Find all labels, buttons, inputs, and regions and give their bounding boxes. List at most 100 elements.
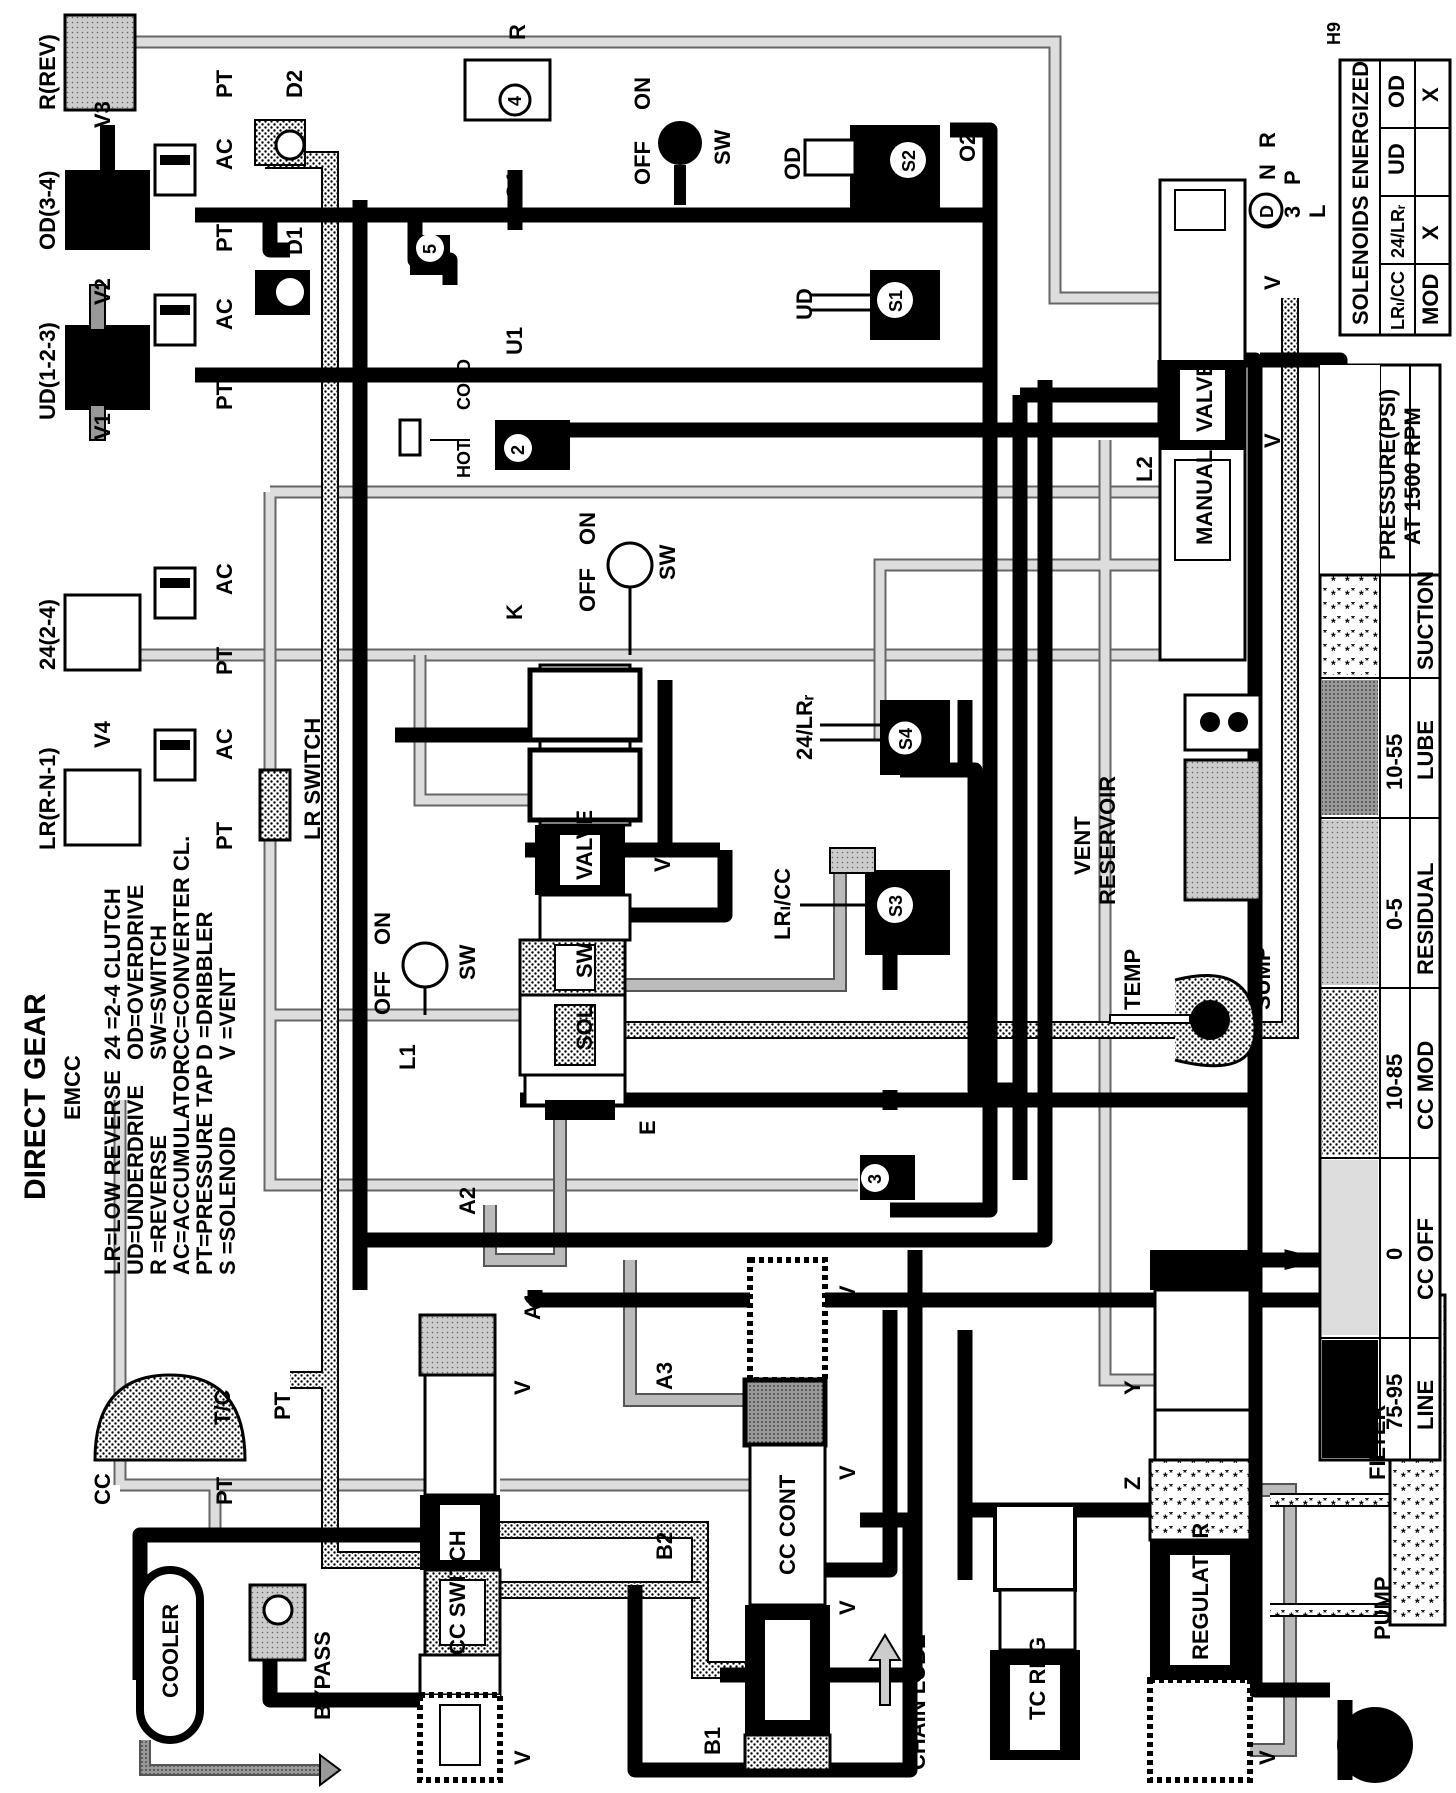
- label-sump: SUMP: [1250, 946, 1275, 1010]
- accumulator-od: [153, 143, 197, 197]
- abbrev-left: LR=LOW REVERSE UD=UNDERDRIVE R =REVERSE …: [100, 1059, 240, 1275]
- page-code: H9: [1324, 22, 1344, 45]
- abbrev-item: S =SOLENOID: [215, 1126, 240, 1275]
- label-s2: S2: [899, 150, 919, 172]
- label-s3: S3: [886, 895, 906, 917]
- label-lr24: 24/LRᵣ: [792, 694, 817, 760]
- abbrev-item: D =DRIBBLER: [192, 911, 217, 1060]
- abbrev-item: PT=PRESSURE TAP: [192, 1065, 217, 1275]
- legend-range: 10-85: [1382, 1054, 1407, 1110]
- abbrev-item: OD=OVERDRIVE: [123, 885, 148, 1060]
- label-cc-cont: CC CONT: [775, 1474, 800, 1575]
- abbrev-item: V =VENT: [215, 967, 240, 1060]
- legend-range: 75-95: [1382, 1374, 1407, 1430]
- legend-name: CC OFF: [1413, 1218, 1438, 1300]
- lr-clutch: [63, 768, 142, 847]
- label-r: R: [505, 24, 530, 40]
- label-s4: S4: [896, 728, 916, 750]
- solenoid-s4: [820, 700, 950, 775]
- label-vent: VENT: [1070, 816, 1095, 875]
- label-v2: V2: [90, 278, 115, 305]
- sol-table-col: LRₗ/CC: [1388, 271, 1408, 330]
- label-v3: V3: [90, 101, 115, 128]
- label-tc: T/C: [210, 1389, 235, 1425]
- vent-reservoir: [1183, 693, 1262, 902]
- label-v: V: [1260, 275, 1285, 290]
- abbrev-item: UD=UNDERDRIVE: [123, 1085, 148, 1275]
- shift-d: D: [1257, 205, 1277, 218]
- c24-clutch: [63, 593, 142, 672]
- labels: DIRECT GEAR EMCC LR=LOW REVERSE UD=UNDER…: [19, 22, 1443, 1770]
- label-n3: 3: [865, 1174, 885, 1184]
- pipe-layer: [113, 35, 1420, 1787]
- label-pt: PT: [212, 821, 237, 850]
- label-sw: SW: [655, 544, 680, 580]
- label-v: V: [1255, 1750, 1280, 1765]
- label-n2: 2: [508, 445, 528, 455]
- label-pt: PT: [212, 381, 237, 410]
- cooler: [136, 1566, 204, 1744]
- label-c24: 24(2-4): [35, 599, 60, 670]
- label-b1: B1: [700, 1727, 725, 1755]
- subtitle: EMCC: [60, 1055, 85, 1120]
- label-y: Y: [1120, 1380, 1145, 1395]
- label-chain-lube: CHAIN LUBE: [905, 1634, 930, 1770]
- abbrev-item: 24 =2-4 CLUTCH: [100, 888, 125, 1060]
- check-ball-2: [495, 420, 570, 470]
- label-on: ON: [630, 77, 655, 110]
- label-o1: O1: [502, 171, 527, 200]
- label-v: V: [510, 1750, 535, 1765]
- label-ac: AC: [212, 728, 237, 760]
- label-e: E: [635, 1120, 660, 1135]
- abbrev-item: R =REVERSE: [146, 1135, 171, 1275]
- label-d2: D2: [282, 70, 307, 98]
- label-sw: SW: [710, 129, 735, 165]
- solenoid-s2: [803, 125, 940, 215]
- label-cold: COLD: [454, 359, 474, 410]
- label-k: K: [502, 604, 527, 620]
- label-ac: AC: [212, 563, 237, 595]
- label-v4: V4: [90, 720, 115, 748]
- label-v: V: [835, 1600, 860, 1615]
- label-lrcc: LRₗ/CC: [770, 868, 795, 940]
- legend-name: CC MOD: [1413, 1041, 1438, 1130]
- sol-table-cell: MOD: [1418, 274, 1443, 325]
- sol-table-title: SOLENOIDS ENERGIZED: [1348, 61, 1373, 325]
- label-sol: SOL: [572, 1005, 597, 1050]
- label-pt: PT: [212, 69, 237, 98]
- switch-bottom: [401, 941, 449, 1015]
- label-v: V: [510, 1380, 535, 1395]
- bypass-valve: [248, 1583, 307, 1662]
- label-off: OFF: [630, 141, 655, 185]
- label-t: T: [955, 1506, 980, 1520]
- label-off: OFF: [370, 971, 395, 1015]
- label-od34: OD(3-4): [35, 171, 60, 250]
- label-filter: FILTER: [1365, 1405, 1390, 1480]
- legend-name: LUBE: [1413, 720, 1438, 780]
- label-temp: TEMP: [1120, 949, 1145, 1010]
- label-lr-switch: LR SWITCH: [300, 718, 325, 840]
- check-ball-3: [860, 1155, 915, 1200]
- label-ud123: UD(1-2-3): [35, 322, 60, 420]
- label-tc-reg: TC REG: [1025, 1637, 1050, 1720]
- label-l1: L1: [395, 1044, 420, 1070]
- sol-sw-valve-body: [518, 663, 643, 1120]
- abbrev-item: LR=LOW REVERSE: [100, 1070, 125, 1275]
- label-lrrn1: LR(R-N-1): [35, 747, 60, 850]
- label-sw: SW: [455, 944, 480, 980]
- label-v: V: [650, 857, 675, 872]
- od34-clutch: [65, 170, 150, 250]
- cc-cont-valve: [742, 1257, 832, 1772]
- title: DIRECT GEAR: [19, 993, 52, 1200]
- label-pump: PUMP: [1370, 1576, 1395, 1640]
- label-a3: A3: [652, 1362, 677, 1390]
- label-manual: MANUAL: [1192, 450, 1217, 545]
- chain-lube-arrow: [868, 1633, 902, 1706]
- accumulator-24: [153, 566, 197, 620]
- label-sw-valve: SW: [572, 942, 597, 978]
- label-a2: A2: [455, 1187, 480, 1215]
- sol-table-cell: X: [1418, 87, 1443, 102]
- pressure-legend: [1318, 363, 1442, 1462]
- accumulator-ud: [153, 293, 197, 347]
- shift-n: N: [1255, 164, 1280, 180]
